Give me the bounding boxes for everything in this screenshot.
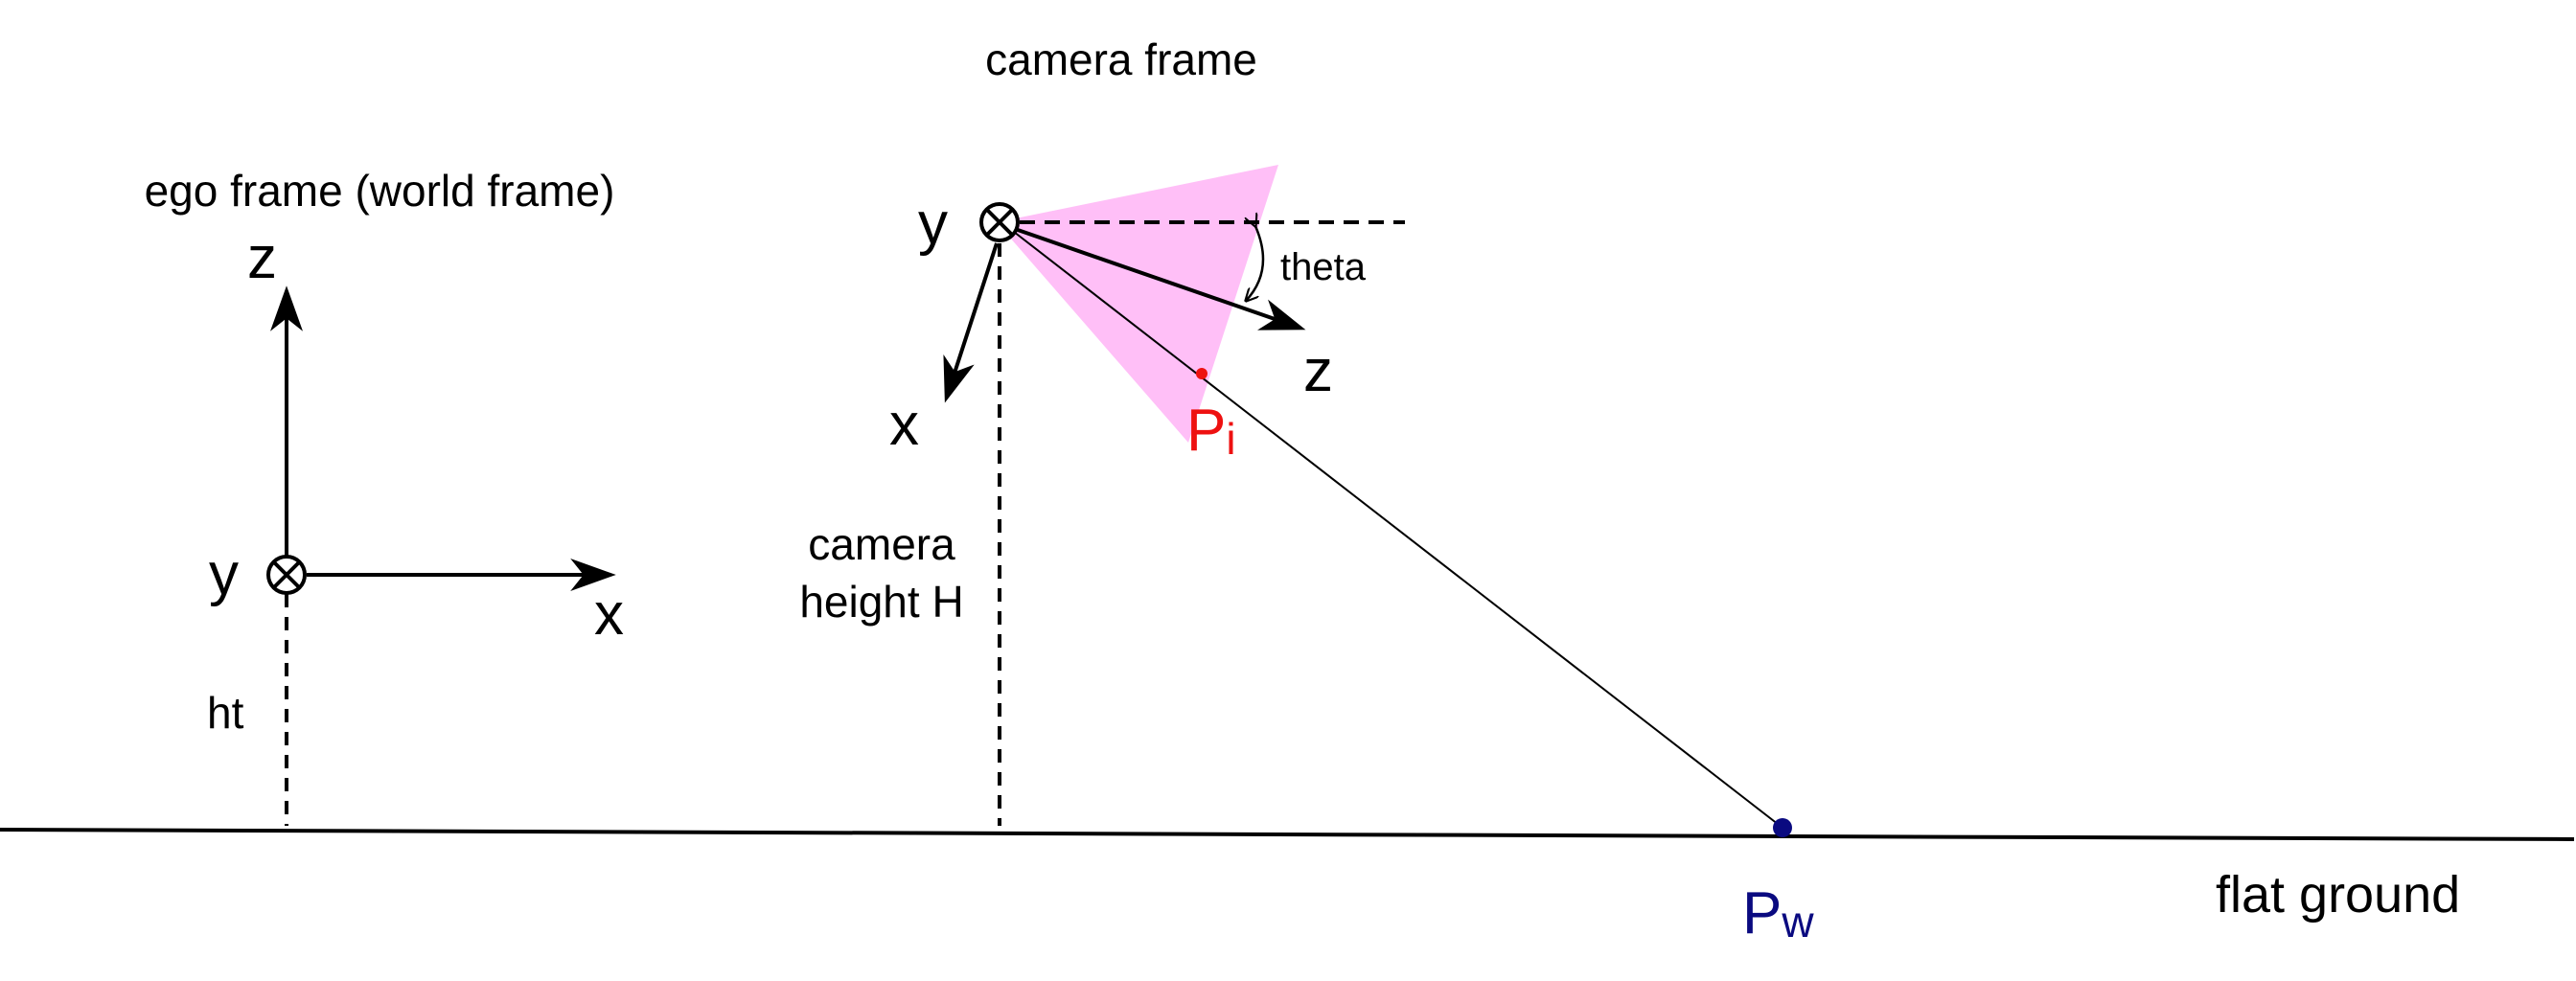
camera-z-label: z xyxy=(1303,338,1333,404)
camera-cross-mark xyxy=(985,208,1014,237)
image-point-dot xyxy=(1196,368,1208,379)
ht-label: ht xyxy=(207,688,244,738)
ego-x-label: x xyxy=(594,582,624,648)
world-point-label: Pw xyxy=(1742,880,1814,947)
flat-ground-label: flat ground xyxy=(2216,866,2460,924)
world-point-dot xyxy=(1773,818,1792,837)
camera-frame-title: camera frame xyxy=(985,34,1257,84)
ego-frame-title: ego frame (world frame) xyxy=(145,166,615,216)
image-plane-frustum xyxy=(997,165,1278,443)
camera-x-axis xyxy=(943,242,999,403)
ego-y-label: y xyxy=(209,541,239,607)
camera-x-label: x xyxy=(889,392,919,458)
ego-z-label: z xyxy=(247,225,277,291)
ground-line xyxy=(0,828,2575,841)
theta-angle-arc xyxy=(1246,226,1265,301)
camera-height-label-line2: height H xyxy=(799,577,963,627)
ego-cross-mark xyxy=(272,560,301,589)
projection-ray xyxy=(1013,231,1783,829)
theta-label: theta xyxy=(1280,246,1367,288)
camera-height-label-line1: camera xyxy=(808,519,955,569)
image-point-label: Pi xyxy=(1186,398,1236,464)
camera-z-axis xyxy=(1017,228,1306,331)
camera-y-label: y xyxy=(918,191,948,257)
